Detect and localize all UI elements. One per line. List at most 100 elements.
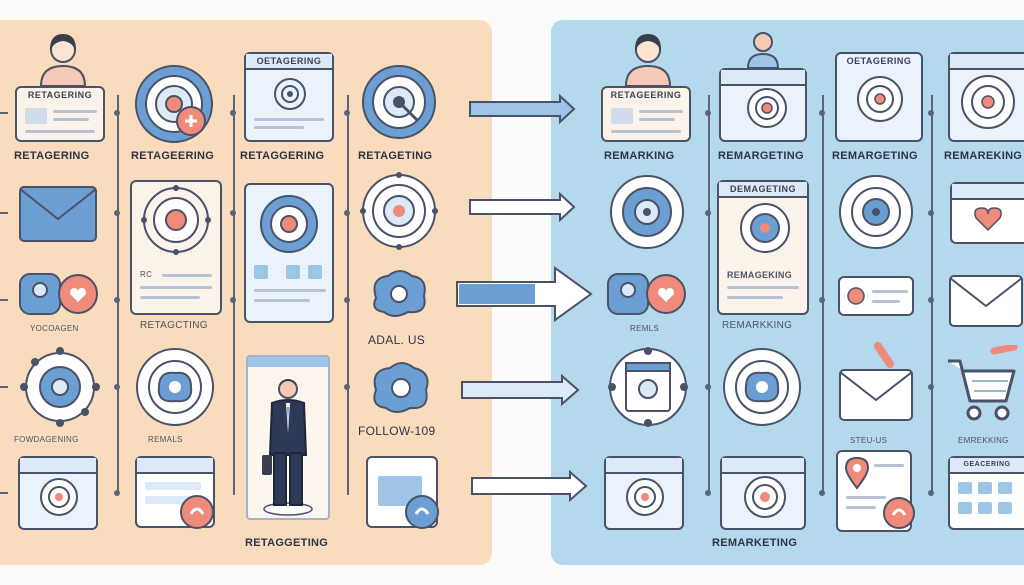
step-label: RETAGEERING [131,150,215,162]
connector-dot [114,297,120,303]
connector-dot [705,384,711,390]
card-title: DEMAGETING [729,184,796,194]
network-target-icon [20,347,100,427]
envelope-icon [839,342,913,421]
ad-card [836,450,915,532]
connector-line [233,95,235,495]
card-title: OETAGERING [256,56,322,66]
connector-dot [819,110,825,116]
connector-dot [114,490,120,496]
connector-dot [344,110,350,116]
panel-title: RETAGGETING [245,537,329,549]
browser-window-icon [720,456,806,530]
connector-line [117,95,119,495]
step-label: REMARGETING [718,150,804,162]
browser-window-icon [135,456,215,529]
connector-dot [230,110,236,116]
target-icon [857,76,903,122]
target-icon [135,65,213,143]
connector-dot [819,490,825,496]
hand-click-icon [180,495,214,529]
step-label: RETAGETING [358,150,433,162]
user-icon [746,32,780,68]
arrow-right-icon [461,374,580,406]
retargeting-card: RETAGERING [15,86,105,142]
browser-window-icon: OETAGERING [244,52,334,142]
arrow-right-icon [471,470,588,502]
target-icon [362,65,436,139]
user-heart-icon [19,273,98,315]
step-label: ADAL. US [368,333,426,347]
browser-window-icon [950,182,1024,244]
target-icon [610,175,684,249]
step-label: REMARKING [604,150,675,162]
ad-card [244,183,334,323]
hand-click-icon [405,495,439,529]
step-label: REMLS [630,324,660,333]
browser-window-icon [366,456,439,529]
target-icon [723,348,801,426]
browser-window-icon [719,68,807,142]
card-title: GEACERING [963,461,1011,468]
browser-window-icon [18,456,98,530]
connector-dot [705,490,711,496]
ad-card: DEMAGETING REMAGEKING [717,180,809,315]
connector-dot [344,297,350,303]
connector-dot [114,210,120,216]
blob-icon [373,362,429,413]
connector-dot [928,384,934,390]
step-label: EMREKKING [958,436,1009,445]
target-icon [40,478,78,516]
user-icon [624,34,672,86]
spotlight-frame [246,355,330,520]
connector-dot [928,210,934,216]
step-label: REMAREKING [944,150,1023,162]
connector-dot [928,297,934,303]
connector-tick [0,299,8,301]
step-label: RETAGCTING [140,320,208,331]
connector-line [347,95,349,495]
target-icon [136,348,214,426]
connector-tick [0,386,8,388]
target-icon [260,195,318,253]
connector-dot [344,384,350,390]
shopping-cart-icon [948,345,1018,421]
user-heart-icon [607,273,686,315]
envelope-icon [949,275,1023,327]
connector-dot [114,384,120,390]
target-icon [608,347,688,427]
step-label: FOLLOW-109 [358,424,436,438]
target-icon [740,203,790,253]
connector-tick [0,492,8,494]
card-subtitle: REMAGEKING [727,270,793,280]
target-icon [747,88,787,128]
step-label: REMALS [148,435,183,444]
connector-line [708,95,710,495]
target-icon [274,78,306,110]
hand-click-icon [883,497,915,529]
card-title: RETAGERING [27,90,93,100]
connector-dot [928,490,934,496]
envelope-icon [19,186,97,242]
retargeting-card: RETAGEERING [601,86,691,142]
step-label: STEU-US [850,436,888,445]
ad-card: RC [130,180,222,315]
target-icon [360,172,438,250]
connector-tick [0,112,8,114]
step-label: FOWDAGENING [14,435,79,444]
arrow-right-icon [456,266,593,322]
ad-banner [838,276,914,316]
browser-window-icon [948,52,1024,142]
card-text: RC [140,270,153,279]
target-icon [744,476,786,518]
user-icon [39,34,87,86]
connector-dot [819,297,825,303]
step-label: REMARGETING [832,150,918,162]
browser-window-icon: OETAGERING [835,52,923,142]
connector-dot [705,110,711,116]
target-icon [961,75,1015,129]
target-icon [847,287,865,305]
blob-icon [373,270,426,317]
heart-icon [974,207,1002,232]
connector-line [931,95,933,495]
